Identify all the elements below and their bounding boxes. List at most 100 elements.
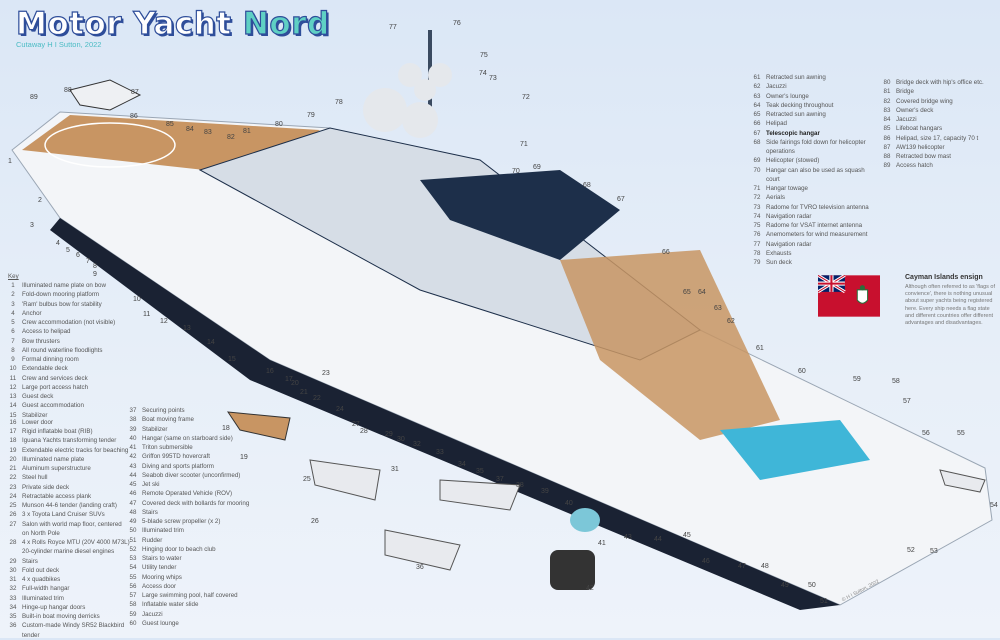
key-number: 28 <box>9 539 17 546</box>
callout-number: 85 <box>166 121 174 128</box>
key-number: 70 <box>753 166 761 174</box>
callout-number: 33 <box>436 449 444 456</box>
key-label: Triton submersible <box>142 444 193 451</box>
callout-number: 44 <box>654 536 662 543</box>
key-label: Hangar (same on starboard side) <box>142 434 233 442</box>
key-label: Stairs <box>22 557 38 565</box>
callout-number: 17 <box>285 376 293 383</box>
key-label: Stabilizer <box>22 411 48 419</box>
callout-number: 51 <box>820 598 828 605</box>
radome <box>428 63 452 87</box>
key-number: 25 <box>9 502 17 509</box>
hangar <box>420 170 620 260</box>
key-number: 82 <box>883 97 891 105</box>
callout-number: 10 <box>133 296 141 303</box>
callout-number: 40 <box>565 500 573 507</box>
utility-tender <box>939 469 986 493</box>
callout-number: 88 <box>64 87 72 94</box>
callout-number: 87 <box>131 89 139 96</box>
key-label: Rigid inflatable boat (RIB) <box>22 428 93 435</box>
key-label: Illuminated trim <box>142 527 184 535</box>
key-number: 42 <box>129 453 137 461</box>
callout-number: 4 <box>56 240 60 247</box>
key-label: Side fairings fold down for helicopter o… <box>766 138 866 155</box>
key-number: 8 <box>11 346 15 354</box>
key-label: Helicopter (stowed) <box>766 157 820 165</box>
callout-number: 1 <box>8 158 12 165</box>
key-number: 38 <box>129 416 137 424</box>
key-label: All round waterline floodlights <box>22 346 103 354</box>
callout-number: 73 <box>489 75 497 82</box>
key-number: 3 <box>11 300 15 308</box>
key-number: 31 <box>9 576 17 583</box>
key-number: 72 <box>753 194 761 202</box>
callout-number: 57 <box>903 398 911 405</box>
callout-number: 48 <box>761 563 769 570</box>
key-label: Munson 44-6 tender (landing craft) <box>22 502 117 509</box>
callout-number: 49 <box>781 582 789 589</box>
key-label: Extendable deck <box>22 365 68 373</box>
callout-number: 67 <box>617 196 625 203</box>
key-number: 85 <box>883 125 891 133</box>
key-number: 77 <box>753 240 761 248</box>
key-label: Illuminated name plate on bow <box>22 282 106 289</box>
key-label: Lower door <box>22 418 53 426</box>
key-number: 41 <box>129 444 137 451</box>
key-number: 17 <box>9 428 17 435</box>
pool <box>720 420 870 480</box>
callout-number: 42 <box>586 585 594 592</box>
key-number: 13 <box>9 393 17 400</box>
key-label: Bridge <box>896 88 914 96</box>
callout-number: 14 <box>207 339 215 346</box>
submersible <box>570 508 600 532</box>
key-number: 33 <box>9 594 17 602</box>
key-number: 2 <box>11 291 15 299</box>
key-number: 81 <box>883 88 891 96</box>
callout-number: 24 <box>336 406 344 413</box>
key-number: 30 <box>9 566 17 574</box>
key-label: Hinge-up hangar doors <box>22 603 86 611</box>
key-number: 34 <box>9 603 17 611</box>
key-number: 26 <box>9 511 17 519</box>
key-label: Owner's lounge <box>766 92 809 100</box>
callout-number: 53 <box>930 548 938 555</box>
key-label: Bow thrusters <box>22 337 60 345</box>
callout-number: 11 <box>143 311 151 318</box>
callout-number: 8 <box>93 263 97 270</box>
key-label: Private side deck <box>22 483 70 491</box>
key-label: Retracted sun awning <box>766 111 826 118</box>
key-number: 89 <box>883 162 891 170</box>
key-number: 19 <box>9 446 17 454</box>
callout-number: 19 <box>240 454 248 461</box>
key-number: 10 <box>9 365 17 373</box>
key-label: Owner's deck <box>896 106 934 114</box>
key-label: Access to helipad <box>22 328 71 336</box>
callout-number: 77 <box>389 24 397 31</box>
key-number: 50 <box>129 527 137 535</box>
radome <box>414 79 436 101</box>
key-number: 54 <box>129 564 137 572</box>
key-number: 9 <box>11 356 15 363</box>
